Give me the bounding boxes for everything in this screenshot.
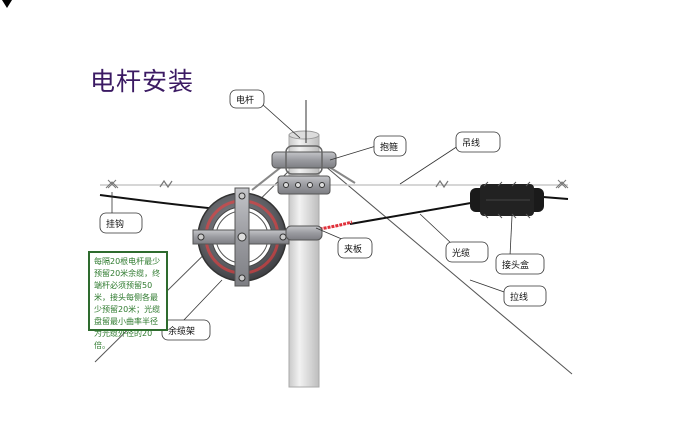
- callout-pointer-cable: [419, 213, 453, 245]
- label-clamp: 夹板: [344, 243, 362, 255]
- guy-wire-right: [317, 159, 573, 375]
- label-pole: 电杆: [236, 94, 254, 106]
- splice-box: [470, 181, 544, 219]
- cable-hanger-icon: [159, 179, 449, 189]
- label-optical-cable: 光缆: [452, 247, 470, 259]
- callout-pointer-messenger: [399, 145, 459, 185]
- pole-top: [288, 130, 320, 140]
- callout-hoop: 抱箍: [373, 135, 407, 157]
- callout-pointer-rack: [181, 279, 223, 323]
- hoop-upper: [271, 145, 337, 175]
- callout-hook: 挂钩: [99, 212, 143, 234]
- label-hook: 挂钩: [106, 218, 124, 230]
- callout-pointer-guy: [469, 279, 511, 295]
- label-guy-wire: 拉线: [510, 291, 528, 303]
- pole: [288, 134, 320, 388]
- callout-optical-cable: 光缆: [445, 241, 489, 263]
- callout-pole: 电杆: [229, 89, 265, 109]
- callout-pointer-pole: [261, 103, 301, 139]
- callout-clamp: 夹板: [337, 237, 373, 259]
- callout-slack-rack: 余缆架: [161, 319, 211, 341]
- label-slack-rack: 余缆架: [168, 325, 195, 337]
- page-title: 电杆安装: [90, 67, 195, 96]
- optical-cable-end: [542, 196, 569, 200]
- optical-cable-right: [349, 199, 489, 225]
- hoop-bottom: [285, 225, 323, 241]
- label-messenger-wire: 吊线: [462, 137, 480, 149]
- callout-guy-wire: 拉线: [503, 285, 547, 307]
- label-hoop: 抱箍: [380, 141, 398, 153]
- corner-marker-icon: [2, 0, 12, 8]
- slack-cable-note: 每隔20根电杆最少预留20米余缆，终端杆必须预留50米，接头每侧各最少预留20米…: [88, 251, 168, 350]
- callout-splice-box: 接头盒: [495, 253, 545, 275]
- callout-pointer-splice: [509, 215, 513, 257]
- label-splice-box: 接头盒: [502, 259, 529, 271]
- callout-pointer-clamp: [315, 227, 345, 241]
- callout-messenger-wire: 吊线: [455, 131, 501, 153]
- slack-rack: [192, 187, 290, 287]
- hoop-lower: [277, 175, 331, 195]
- hook-icon: [105, 179, 569, 189]
- callout-pointer-hoop: [329, 145, 377, 161]
